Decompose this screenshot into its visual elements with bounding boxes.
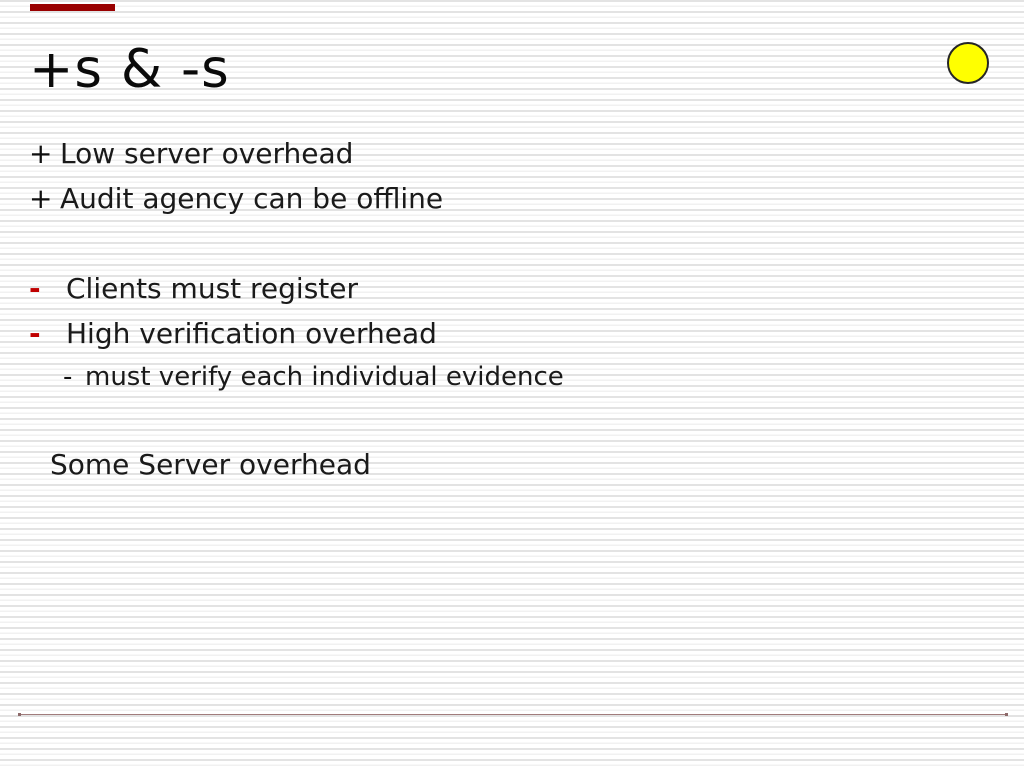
bullet-text: Audit agency can be offline [60,182,444,215]
top-accent-bar [30,4,115,11]
plus-bullet-marker: + [29,182,53,215]
bullet-text: High verification overhead [66,317,437,350]
bullet-text: Some Server overhead [50,448,371,481]
bullet-line: -High verification overhead [29,316,437,352]
plus-bullet-marker: + [29,137,53,170]
bullet-line: +Audit agency can be offline [29,181,443,217]
sub-bullet-marker: - [63,362,73,392]
yellow-circle-decoration [947,42,989,84]
bullet-line: -Clients must register [29,271,358,307]
minus-bullet-marker: - [29,317,41,350]
bullet-text: Low server overhead [60,137,354,170]
bullet-line: +Low server overhead [29,136,353,172]
bottom-rule [18,713,1008,716]
sub-bullet-line: -must verify each individual evidence [63,360,564,394]
minus-bullet-marker: - [29,272,41,305]
plain-text-line: Some Server overhead [50,447,371,483]
bullet-text: must verify each individual evidence [85,362,564,392]
slide-title: +s & -s [29,39,230,100]
bullet-text: Clients must register [66,272,359,305]
